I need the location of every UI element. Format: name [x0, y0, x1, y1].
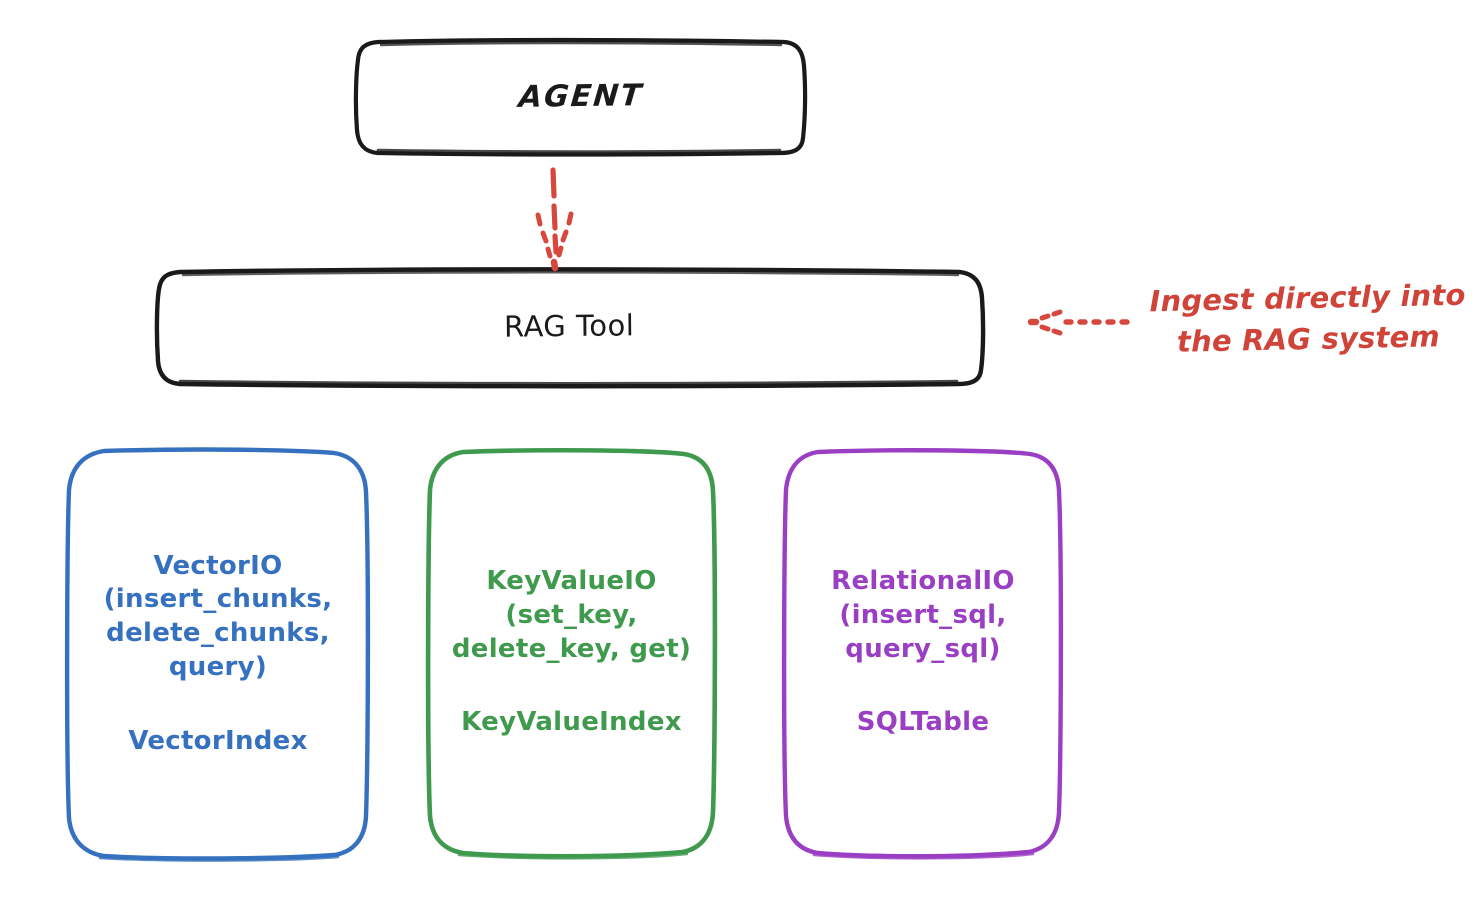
relational-io-api-label: RelationalIO (insert_sql, query_sql) — [831, 565, 1015, 664]
relational-io-box-outline — [781, 448, 1064, 860]
ingest-annotation-text: Ingest directly into the RAG system — [1149, 277, 1466, 359]
vector-io-node[interactable]: VectorIO (insert_chunks, delete_chunks, … — [68, 450, 368, 858]
vector-io-box-outline — [64, 447, 371, 862]
key-value-io-api-label: KeyValueIO (set_key, delete_key, get) — [451, 565, 692, 664]
agent-to-rag-tool-connector — [535, 167, 574, 272]
agent-box-outline — [353, 38, 808, 157]
rag-tool-label: RAG Tool — [503, 308, 635, 344]
rag-tool-node[interactable]: RAG Tool — [155, 270, 983, 382]
sql-table-label: SQLTable — [856, 707, 990, 738]
rag-tool-box-outline — [154, 267, 986, 389]
agent-node[interactable]: AGENT — [357, 40, 804, 153]
ingest-to-rag-tool-connector — [1027, 309, 1130, 336]
key-value-io-box-outline — [425, 447, 718, 860]
agent-label: AGENT — [516, 78, 645, 115]
vector-index-label: VectorIndex — [128, 725, 308, 756]
key-value-index-label: KeyValueIndex — [461, 707, 682, 738]
relational-io-node[interactable]: RelationalIO (insert_sql, query_sql) SQL… — [786, 450, 1060, 855]
key-value-io-node[interactable]: KeyValueIO (set_key, delete_key, get) Ke… — [430, 450, 713, 855]
vector-io-api-label: VectorIO (insert_chunks, delete_chunks, … — [103, 550, 333, 682]
